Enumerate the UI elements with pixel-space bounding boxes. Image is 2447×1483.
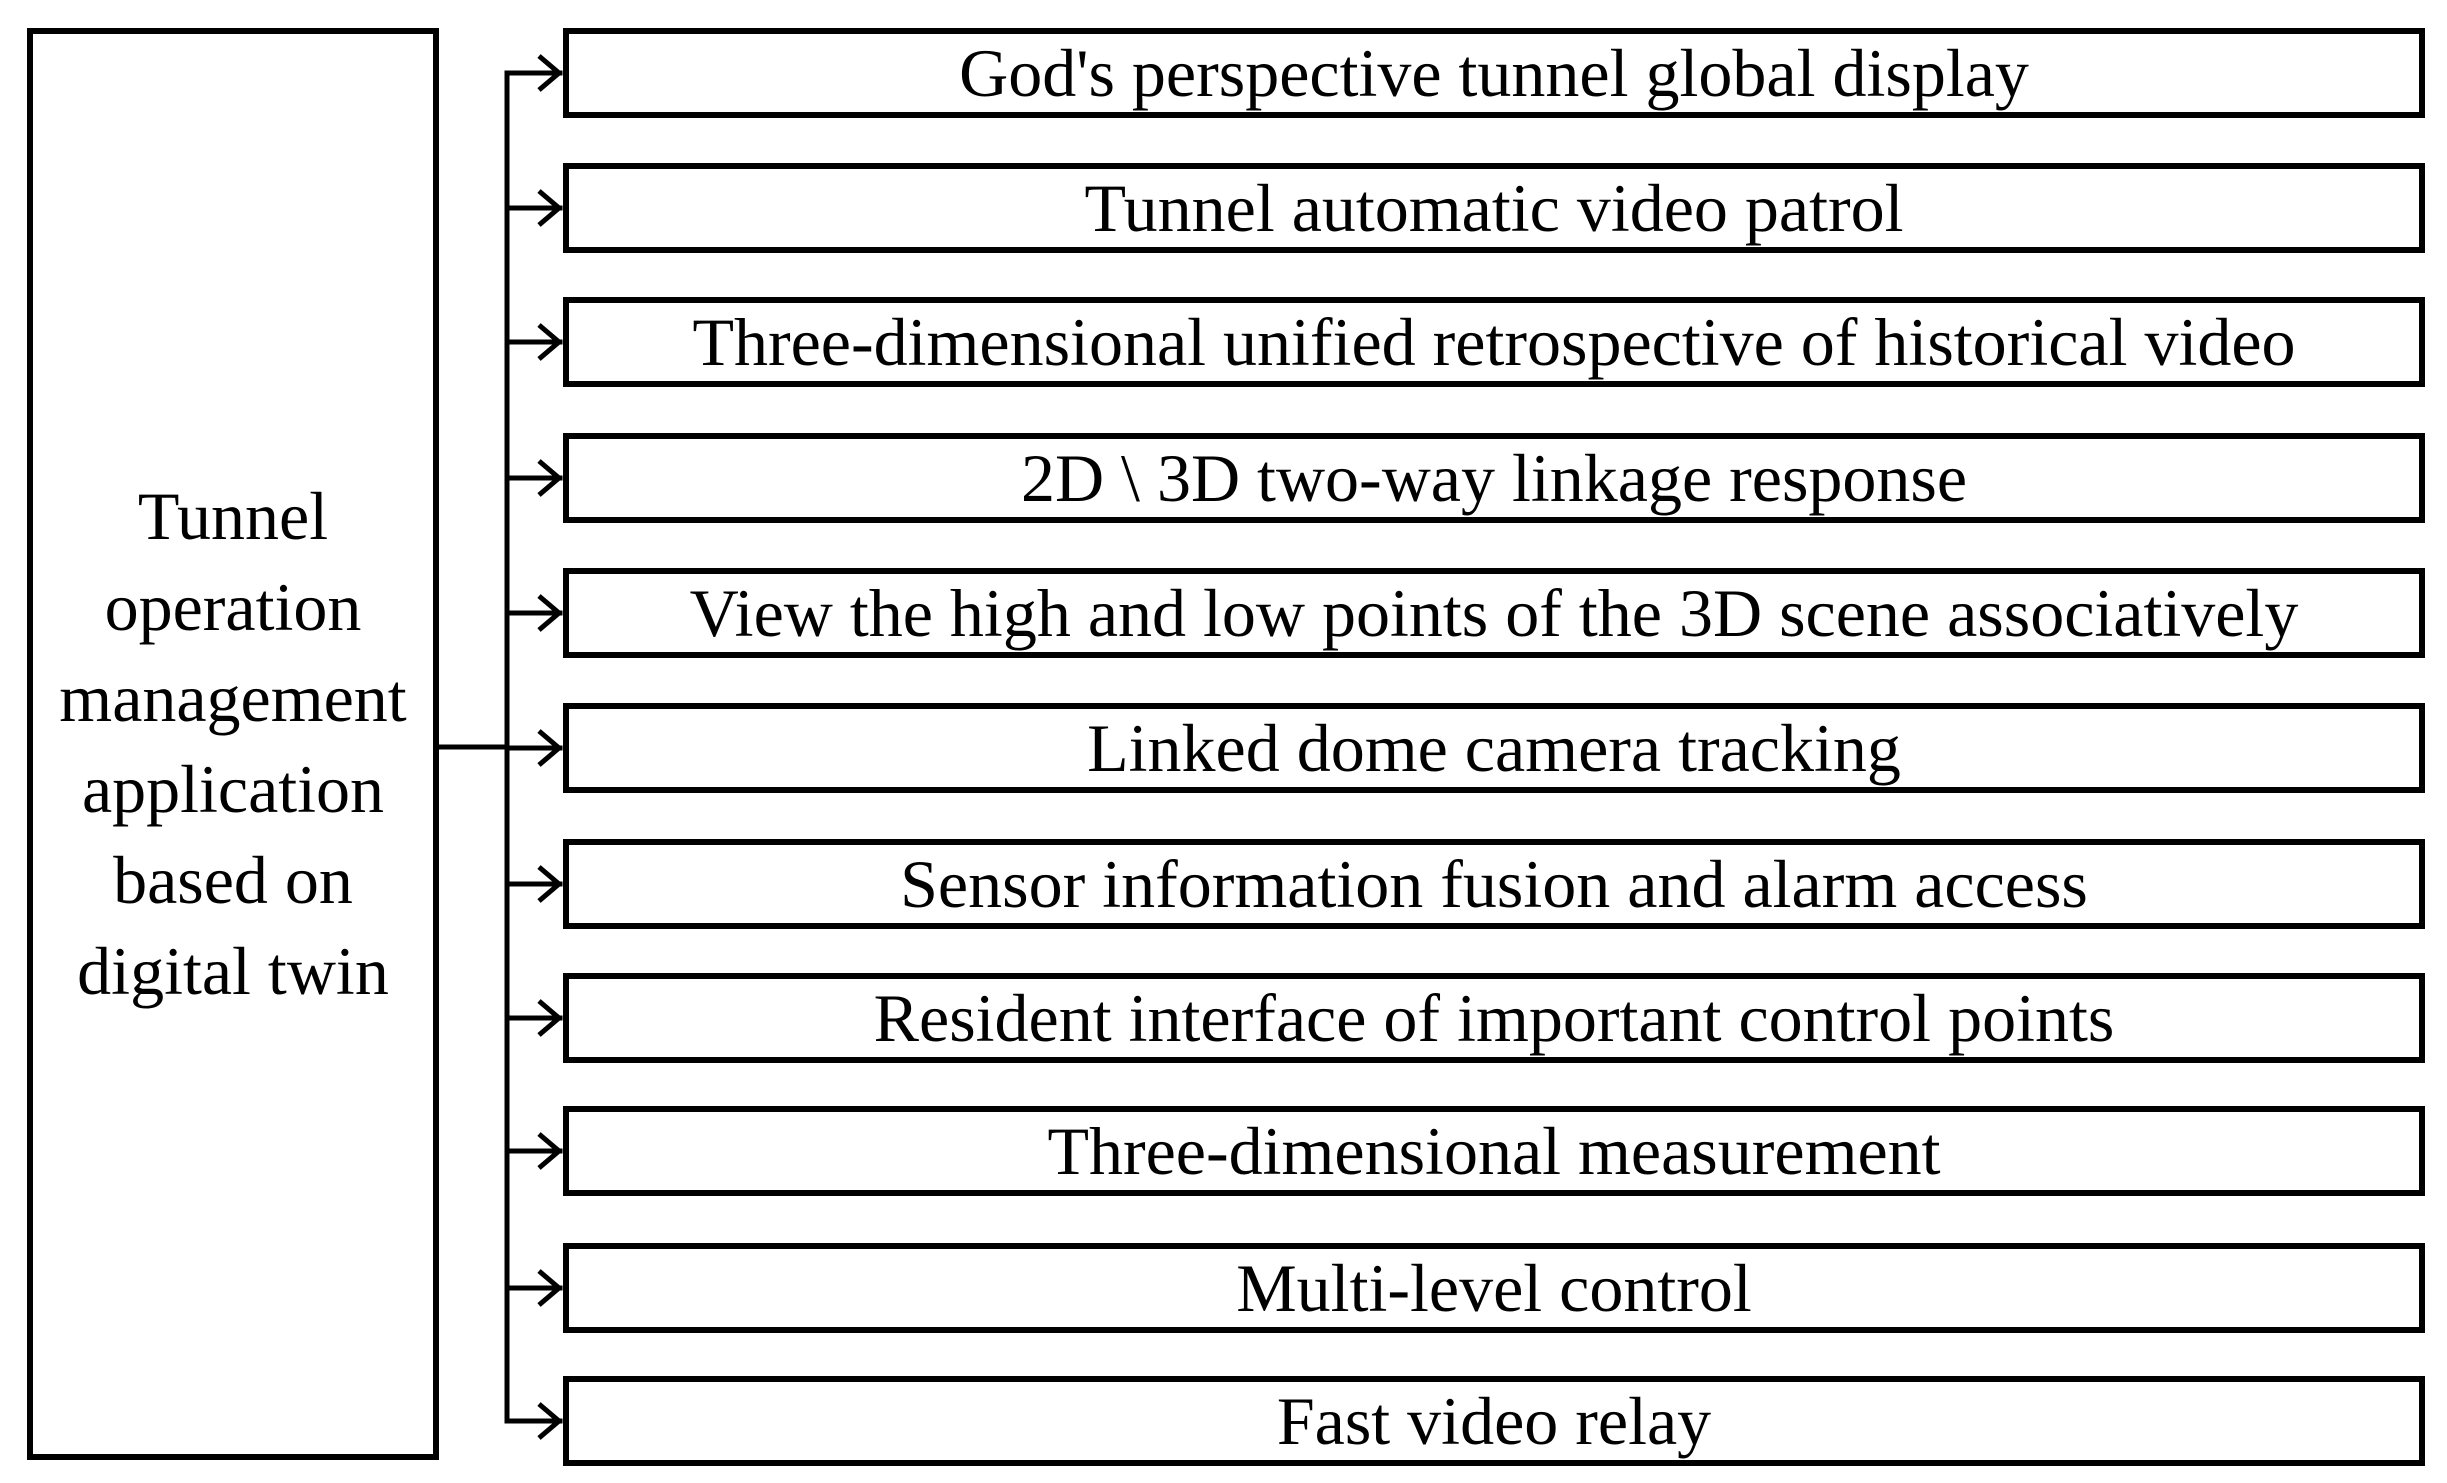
- feature-node: Linked dome camera tracking: [563, 703, 2425, 793]
- feature-node: Tunnel automatic video patrol: [563, 163, 2425, 253]
- feature-node: God's perspective tunnel global display: [563, 28, 2425, 118]
- arrowhead-icon: [537, 1402, 563, 1440]
- feature-node: Multi-level control: [563, 1243, 2425, 1333]
- feature-node-label: Tunnel automatic video patrol: [1084, 170, 1904, 246]
- feature-node: Three-dimensional unified retrospective …: [563, 297, 2425, 387]
- feature-node-label: View the high and low points of the 3D s…: [689, 575, 2299, 651]
- arrowhead-icon: [537, 999, 563, 1037]
- feature-node-label: God's perspective tunnel global display: [959, 35, 2029, 111]
- feature-node-label: Three-dimensional unified retrospective …: [692, 304, 2296, 380]
- arrowhead-icon: [537, 323, 563, 361]
- feature-node: 2D \ 3D two-way linkage response: [563, 433, 2425, 523]
- feature-node-label: Multi-level control: [1236, 1250, 1752, 1326]
- arrowhead-icon: [537, 594, 563, 632]
- root-node-label: Tunnel operation management application …: [59, 478, 407, 1009]
- feature-node-label: Three-dimensional measurement: [1047, 1113, 1941, 1189]
- feature-node-label: Linked dome camera tracking: [1087, 710, 1901, 786]
- arrowhead-icon: [537, 189, 563, 227]
- arrowhead-icon: [537, 54, 563, 92]
- feature-node-label: Fast video relay: [1276, 1383, 1712, 1459]
- feature-node-label: Resident interface of important control …: [873, 980, 2115, 1056]
- feature-node: View the high and low points of the 3D s…: [563, 568, 2425, 658]
- feature-node: Three-dimensional measurement: [563, 1106, 2425, 1196]
- feature-node-label: 2D \ 3D two-way linkage response: [1020, 440, 1968, 516]
- feature-node: Sensor information fusion and alarm acce…: [563, 839, 2425, 929]
- root-node: Tunnel operation management application …: [27, 28, 439, 1460]
- arrowhead-icon: [537, 865, 563, 903]
- arrowhead-icon: [537, 459, 563, 497]
- arrowhead-icon: [537, 1269, 563, 1307]
- arrowhead-icon: [537, 1132, 563, 1170]
- arrowhead-icon: [537, 729, 563, 767]
- feature-node: Fast video relay: [563, 1376, 2425, 1466]
- feature-node: Resident interface of important control …: [563, 973, 2425, 1063]
- feature-node-label: Sensor information fusion and alarm acce…: [900, 846, 2088, 922]
